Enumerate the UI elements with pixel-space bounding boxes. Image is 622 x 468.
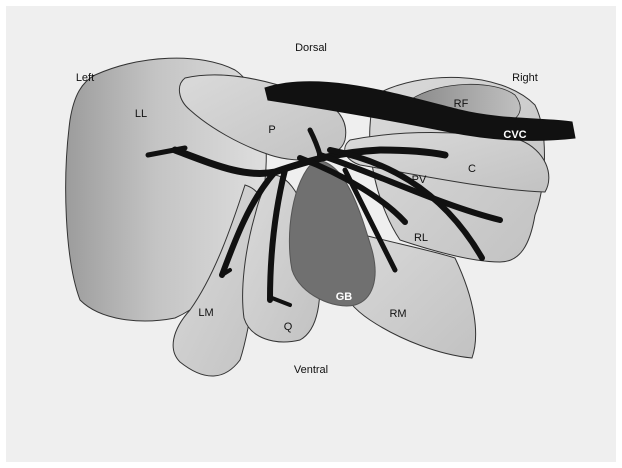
label-cvc: CVC xyxy=(503,129,526,141)
label-right: Right xyxy=(512,72,538,84)
label-ll: LL xyxy=(135,108,147,120)
label-q: Q xyxy=(284,321,293,333)
label-c: C xyxy=(468,163,476,175)
label-p: P xyxy=(268,124,275,136)
label-ventral: Ventral xyxy=(294,364,328,376)
label-gb: GB xyxy=(336,291,353,303)
label-lm: LM xyxy=(198,307,213,319)
label-rl: RL xyxy=(414,232,428,244)
label-rm: RM xyxy=(389,308,406,320)
label-dorsal: Dorsal xyxy=(295,42,327,54)
gallbladder xyxy=(289,160,375,306)
label-rf: RF xyxy=(454,98,469,110)
label-pv: PV xyxy=(412,174,427,186)
label-left: Left xyxy=(76,72,94,84)
